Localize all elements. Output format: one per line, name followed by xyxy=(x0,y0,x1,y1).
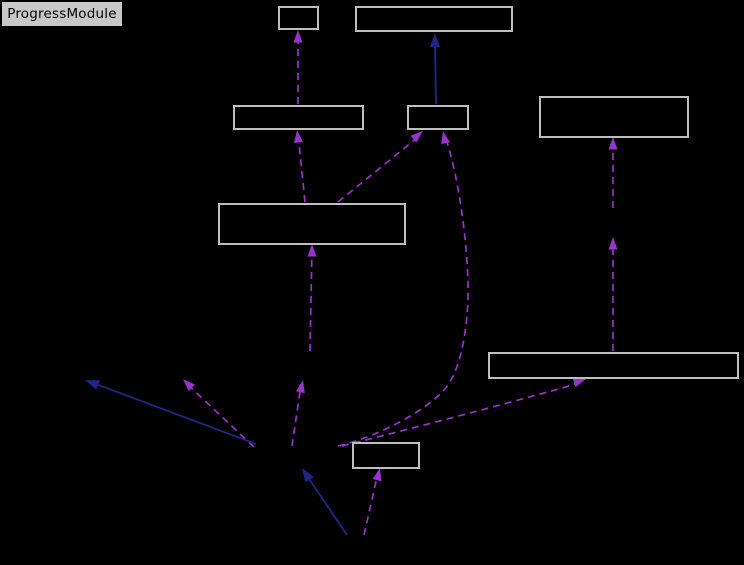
edge-hiddencenter-to-centerwide xyxy=(309,247,313,352)
arrowhead-midleft xyxy=(294,130,303,143)
arrowhead-midsmall-right xyxy=(441,131,451,145)
arrowhead-smallabove xyxy=(372,468,382,482)
current-node-label: ProgressModule xyxy=(7,6,117,22)
edge-current-to-hub xyxy=(304,472,348,536)
arrowhead-hiddenrightmid xyxy=(608,237,618,250)
arrowhead-righttall xyxy=(608,137,618,150)
edge-current-to-smallabove xyxy=(363,471,379,536)
arrowhead-topwide xyxy=(430,33,440,47)
arrowhead-hub xyxy=(302,468,314,483)
node-mid-left[interactable] xyxy=(233,105,364,130)
arrowhead-hiddenleftmid xyxy=(183,379,196,392)
node-current-progressmodule: ProgressModule xyxy=(0,0,124,28)
node-lower-right-wide[interactable] xyxy=(488,352,739,379)
arrowhead-lowerrightwide xyxy=(572,378,586,388)
arrowhead-hiddenleftfar xyxy=(85,380,100,390)
edge-centerwide-to-midleft xyxy=(297,133,306,203)
node-center-wide[interactable] xyxy=(218,203,406,245)
edge-hub-to-lowerrightwide xyxy=(341,382,581,447)
arrowhead-centerwide xyxy=(307,244,317,257)
arrowhead-topsmall xyxy=(293,30,303,43)
node-top-small[interactable] xyxy=(278,6,319,30)
node-small-above-current[interactable] xyxy=(352,442,420,469)
edge-hub-to-hiddencenter xyxy=(291,384,302,447)
edge-midsmall-to-topwide xyxy=(434,45,437,105)
node-right-tall[interactable] xyxy=(539,96,689,138)
edge-centerwide-to-midsmall xyxy=(337,137,418,203)
node-top-wide[interactable] xyxy=(355,6,513,32)
edge-hub-to-midsmall-curve xyxy=(337,138,469,447)
edge-hub-to-hiddenleftmid xyxy=(186,383,255,448)
arrowhead-hiddencenter xyxy=(295,380,305,394)
arrowhead-midsmall-left xyxy=(410,131,423,143)
node-mid-small[interactable] xyxy=(407,105,469,130)
edge-hub-to-hiddenleftfar xyxy=(95,383,257,445)
